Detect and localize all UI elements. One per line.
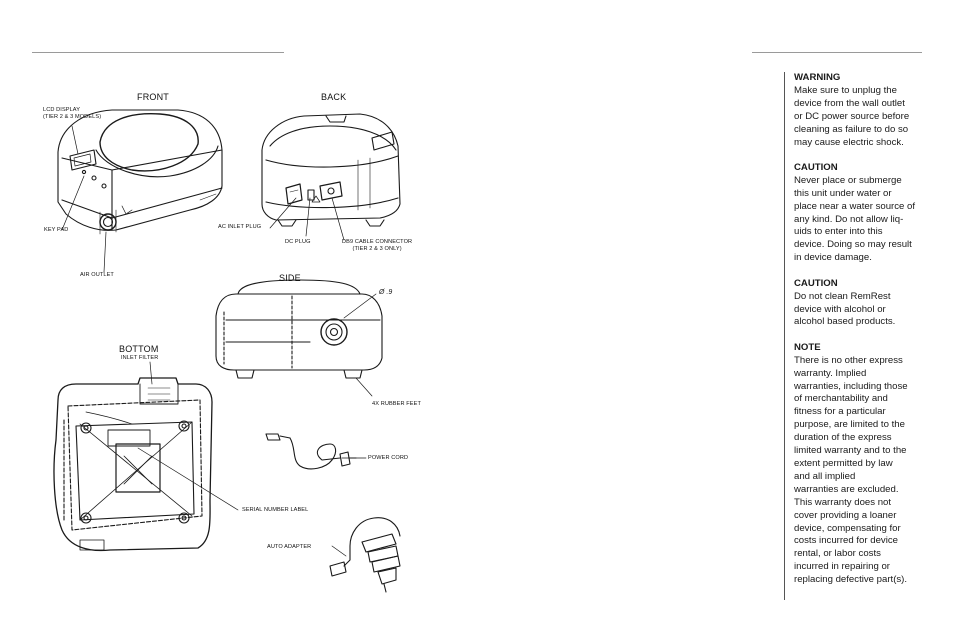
notice-line: limited warranty and to the <box>794 445 907 457</box>
notice-heading: NOTE <box>794 341 821 353</box>
notice-heading: CAUTION <box>794 277 838 289</box>
power-cord-label: POWER CORD <box>368 455 409 461</box>
lcd-display-label-line1: LCD DISPLAY <box>43 107 81 113</box>
db9-connector-label: DB9 CABLE CONNECTOR (TIER 2 & 3 ONLY) <box>342 239 412 253</box>
notice-line: costs incurred for device <box>794 535 898 547</box>
notice-line: Do not clean RemRest <box>794 290 891 302</box>
notice-heading: WARNING <box>794 72 841 83</box>
notice-line: Make sure to unplug the <box>794 84 897 96</box>
notice-line: device. Doing so may result <box>794 239 912 251</box>
diameter-label: Ø .9 <box>379 289 393 296</box>
inlet-filter-label: INLET FILTER <box>121 355 159 361</box>
warning-notice: WARNING Make sure to unplug the device f… <box>794 72 936 149</box>
notice-line: any kind. Do not allow liq- <box>794 213 904 225</box>
notice-line: this unit under water or <box>794 187 892 199</box>
notice-line: warranty. Implied <box>794 367 867 379</box>
notice-line: uids to enter into this <box>794 226 883 238</box>
notice-line: of merchantability and <box>794 393 888 405</box>
notice-line: place near a water source of <box>794 200 916 212</box>
dc-plug-label: DC PLUG <box>285 239 311 245</box>
power-cord-drawing <box>265 433 357 470</box>
db9-connector-label-line2: (TIER 2 & 3 ONLY) <box>352 246 402 252</box>
warranty-note: NOTE There is no other express warranty.… <box>794 342 936 587</box>
front-view-title: FRONT <box>137 92 169 102</box>
notice-line: incurred in repairing or <box>794 561 890 573</box>
notice-line: or DC power source before <box>794 110 910 122</box>
lcd-display-label: LCD DISPLAY (TIER 2 & 3 MODELS) <box>43 107 101 121</box>
notice-line: alcohol based products. <box>794 316 896 328</box>
notice-line: may cause electric shock. <box>794 136 904 148</box>
ac-inlet-plug-label: AC INLET PLUG <box>218 224 262 230</box>
notice-line: warranties are excluded. <box>794 483 899 495</box>
back-view-drawing <box>261 113 401 227</box>
air-outlet-label: AIR OUTLET <box>80 272 114 278</box>
auto-adapter-label: AUTO ADAPTER <box>267 544 312 550</box>
notice-line: device, compensating for <box>794 522 901 534</box>
notice-line: device from the wall outlet <box>794 97 905 109</box>
bottom-view-drawing <box>53 377 213 552</box>
callout-leaders <box>61 125 367 557</box>
auto-adapter-drawing <box>329 517 401 593</box>
notice-line: replacing defective part(s). <box>794 574 908 586</box>
notice-line: purpose, are limited to the <box>794 419 905 431</box>
notice-line: warranties, including those <box>794 380 908 392</box>
notice-line: This warranty does not <box>794 496 892 508</box>
back-view-title: BACK <box>321 92 347 102</box>
notice-line: and all implied <box>794 470 856 482</box>
left-header-rule <box>32 52 284 53</box>
side-view-title: SIDE <box>279 273 301 283</box>
front-view-drawing <box>57 109 223 235</box>
notice-line: in device damage. <box>794 252 872 264</box>
notice-line: extent permitted by law <box>794 457 893 469</box>
notice-line: cleaning as failure to do so <box>794 123 909 135</box>
notice-line: device with alcohol or <box>794 303 886 315</box>
bottom-view-title: BOTTOM <box>119 344 159 354</box>
notice-line: Never place or submerge <box>794 174 902 186</box>
notice-heading: CAUTION <box>794 161 838 173</box>
rubber-feet-label: 4X RUBBER FEET <box>372 401 421 407</box>
lcd-display-label-line2: (TIER 2 & 3 MODELS) <box>43 114 102 120</box>
notice-line: rental, or labor costs <box>794 548 881 560</box>
right-header-rule <box>752 52 922 53</box>
notice-line: duration of the express <box>794 432 892 444</box>
notices-sidebar: WARNING Make sure to unplug the device f… <box>784 72 936 600</box>
serial-number-label: SERIAL NUMBER LABEL <box>242 507 309 513</box>
caution-water-notice: CAUTION Never place or submerge this uni… <box>794 162 936 265</box>
caution-alcohol-notice: CAUTION Do not clean RemRest device with… <box>794 278 936 330</box>
side-view-drawing <box>215 279 383 397</box>
notice-line: cover providing a loaner <box>794 509 897 521</box>
db9-connector-label-line1: DB9 CABLE CONNECTOR <box>342 239 413 245</box>
notice-line: fitness for a particular <box>794 406 886 418</box>
key-pad-label: KEY PAD <box>44 227 69 233</box>
notice-line: There is no other express <box>794 354 903 366</box>
